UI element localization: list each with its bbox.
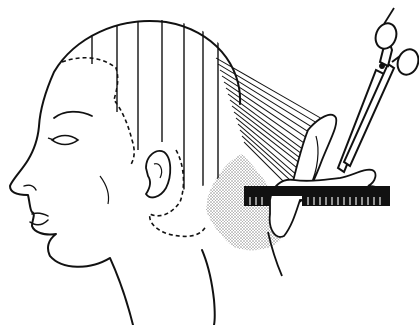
scissors-tang [384, 8, 394, 24]
scissors-ring-right [394, 46, 419, 77]
cheek-line [100, 176, 109, 204]
comb-icon [244, 186, 390, 206]
eyebrow [54, 112, 92, 118]
ear [146, 151, 170, 197]
scissors-icon [338, 8, 419, 172]
neck-back-outline [202, 250, 215, 325]
scissors-ring-left [372, 20, 400, 51]
scissors-blade-upper [344, 64, 394, 166]
head-outline [10, 21, 240, 325]
scissors-blade-lower [338, 70, 384, 172]
eye [52, 136, 78, 145]
nostril [24, 185, 36, 190]
